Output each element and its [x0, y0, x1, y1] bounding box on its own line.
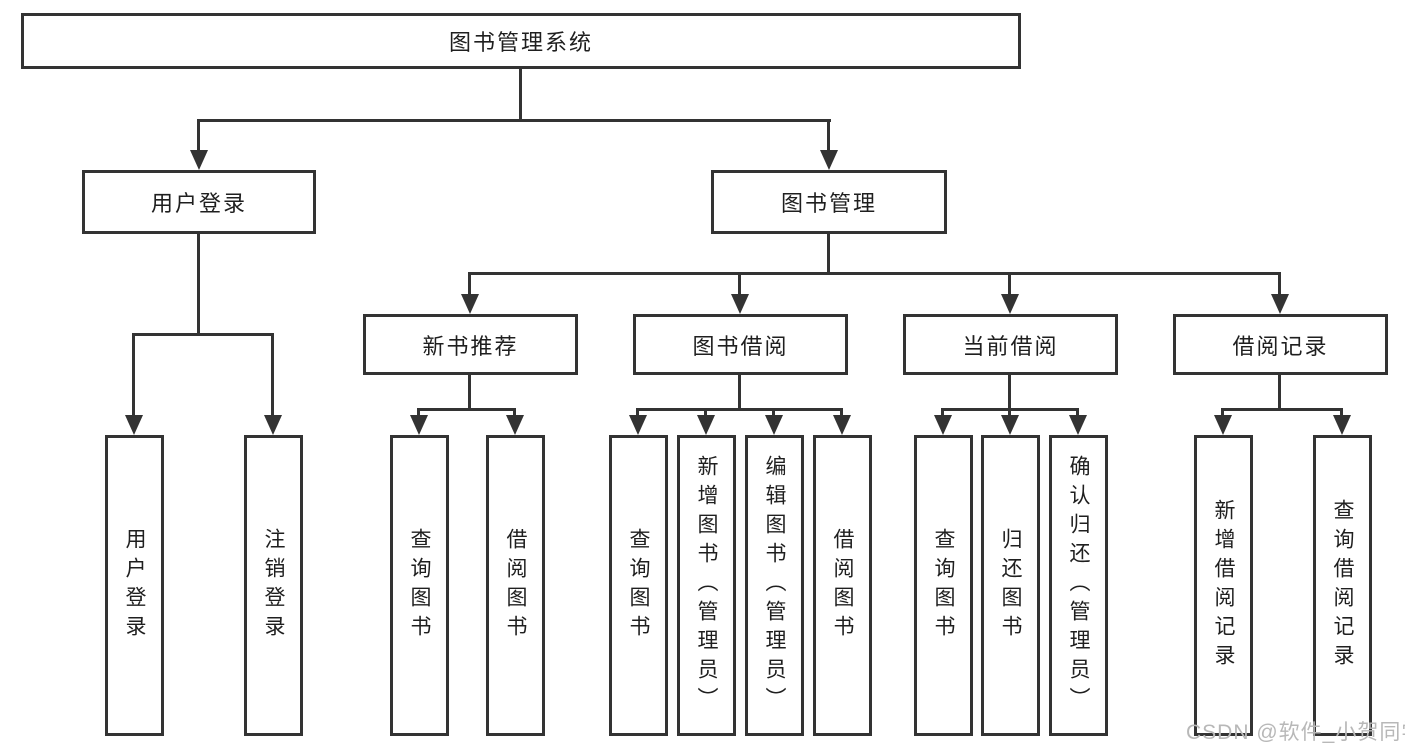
- arrow-down-icon: [833, 415, 851, 435]
- arrow-down-icon: [820, 150, 838, 170]
- connector-line: [636, 408, 843, 411]
- node-new-book-recommend: 新书推荐: [363, 314, 578, 375]
- connector-line: [197, 119, 831, 122]
- connector-line: [197, 119, 200, 152]
- connector-line: [1340, 408, 1343, 418]
- node-borrow-books: 借阅图书: [486, 435, 545, 736]
- connector-line: [772, 408, 775, 418]
- node-library-system: 图书管理系统: [21, 13, 1021, 69]
- node-return-book: 归还图书: [981, 435, 1040, 736]
- node-book-borrowing: 图书借阅: [633, 314, 848, 375]
- connector-line: [704, 408, 707, 418]
- connector-line: [132, 333, 274, 336]
- connector-line: [1221, 408, 1224, 418]
- node-user-login: 用户登录: [82, 170, 316, 234]
- arrow-down-icon: [1214, 415, 1232, 435]
- arrow-down-icon: [1001, 294, 1019, 314]
- arrow-down-icon: [190, 150, 208, 170]
- connector-line: [1278, 272, 1281, 297]
- node-user-login-leaf: 用户登录: [105, 435, 164, 736]
- connector-line: [636, 408, 639, 418]
- connector-line: [468, 272, 1281, 275]
- node-confirm-return-admin: 确认归还（管理员）: [1049, 435, 1108, 736]
- node-current-borrowing: 当前借阅: [903, 314, 1118, 375]
- arrow-down-icon: [697, 415, 715, 435]
- connector-line: [827, 119, 830, 152]
- node-add-borrow-record: 新增借阅记录: [1194, 435, 1253, 736]
- arrow-down-icon: [1271, 294, 1289, 314]
- connector-line: [197, 233, 200, 336]
- arrow-down-icon: [765, 415, 783, 435]
- connector-line: [738, 272, 741, 297]
- arrow-down-icon: [1333, 415, 1351, 435]
- node-query-books: 查询图书: [390, 435, 449, 736]
- arrow-down-icon: [629, 415, 647, 435]
- connector-line: [1008, 272, 1011, 297]
- arrow-down-icon: [1001, 415, 1019, 435]
- connector-line: [1278, 375, 1281, 411]
- arrow-down-icon: [264, 415, 282, 435]
- watermark: CSDN @软件_小贺同学: [1186, 721, 1405, 744]
- connector-line: [519, 68, 522, 122]
- connector-line: [738, 375, 741, 411]
- arrow-down-icon: [506, 415, 524, 435]
- connector-line: [271, 333, 274, 417]
- connector-line: [417, 408, 420, 418]
- arrow-down-icon: [410, 415, 428, 435]
- arrow-down-icon: [934, 415, 952, 435]
- connector-line: [1008, 375, 1011, 411]
- connector-line: [827, 233, 830, 275]
- connector-line: [513, 408, 516, 418]
- arrow-down-icon: [461, 294, 479, 314]
- connector-line: [417, 408, 516, 411]
- connector-line: [468, 272, 471, 297]
- arrow-down-icon: [125, 415, 143, 435]
- arrow-down-icon: [731, 294, 749, 314]
- connector-line: [1221, 408, 1343, 411]
- node-borrow-records: 借阅记录: [1173, 314, 1388, 375]
- connector-line: [840, 408, 843, 418]
- connector-line: [1008, 408, 1011, 418]
- connector-line: [132, 333, 135, 417]
- node-query-books: 查询图书: [609, 435, 668, 736]
- connector-line: [1076, 408, 1079, 418]
- node-borrow-books: 借阅图书: [813, 435, 872, 736]
- connector-line: [941, 408, 944, 418]
- node-edit-book-admin: 编辑图书（管理员）: [745, 435, 804, 736]
- node-query-books: 查询图书: [914, 435, 973, 736]
- node-query-borrow-record: 查询借阅记录: [1313, 435, 1372, 736]
- node-book-management: 图书管理: [711, 170, 947, 234]
- node-logout: 注销登录: [244, 435, 303, 736]
- connector-line: [468, 375, 471, 411]
- arrow-down-icon: [1069, 415, 1087, 435]
- node-add-book-admin: 新增图书（管理员）: [677, 435, 736, 736]
